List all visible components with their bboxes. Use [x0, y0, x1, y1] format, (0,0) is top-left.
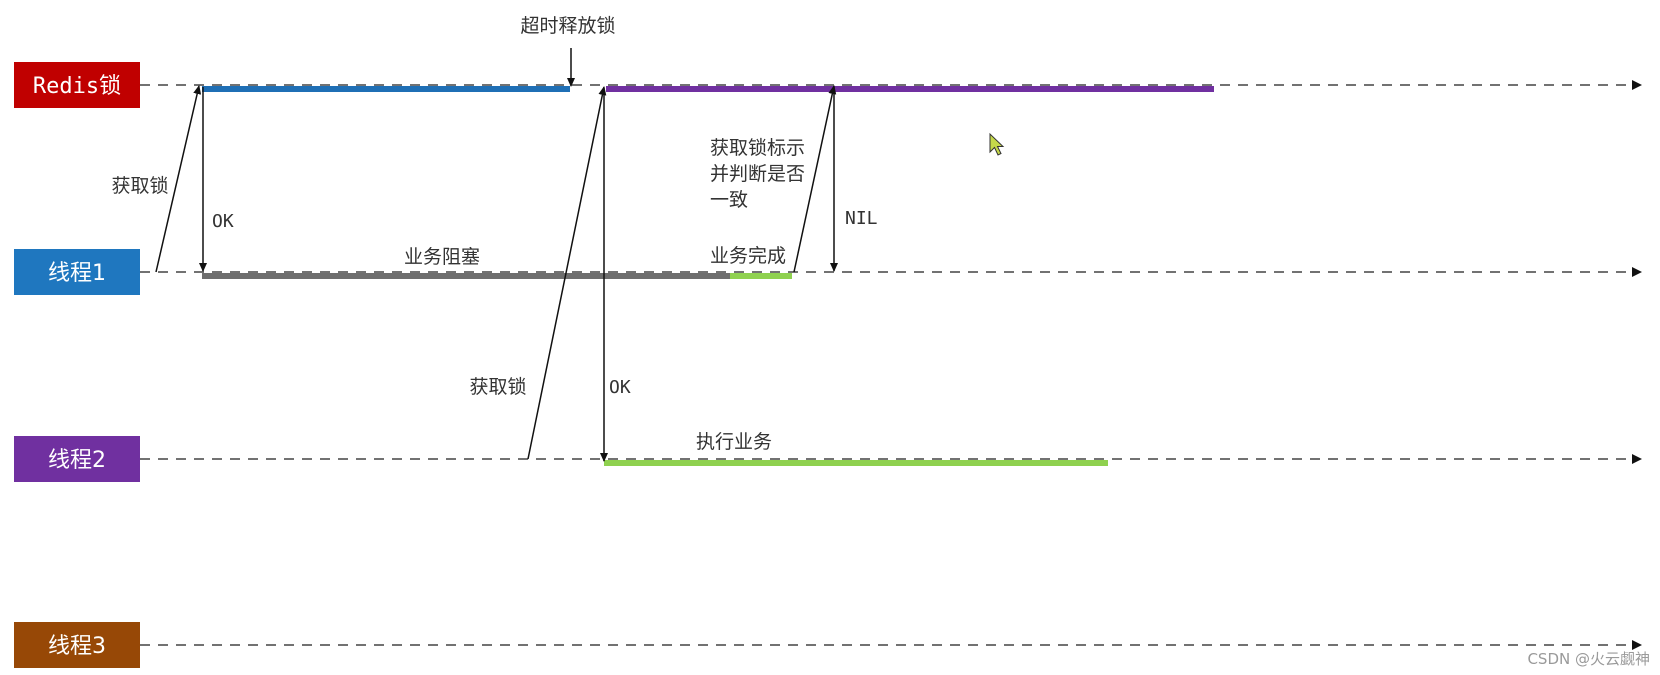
check-lock-label-line2: 并判断是否: [710, 163, 805, 185]
thread1-ok-label: OK: [212, 211, 234, 232]
thread1-lane-box: [14, 249, 140, 295]
redis-lane-box: [14, 62, 140, 108]
thread3-lane-label: 线程3: [48, 634, 106, 659]
cursor-icon: [989, 132, 1005, 156]
thread3-lane-box: [14, 622, 140, 668]
thread1-acquire-label: 获取锁: [111, 175, 168, 197]
nil-label: NIL: [845, 208, 878, 229]
business-blocked-label: 业务阻塞: [404, 246, 480, 268]
thread1-lane-label: 线程1: [48, 261, 106, 286]
thread2-ok-label: OK: [609, 377, 631, 398]
thread2-lane-label: 线程2: [48, 448, 106, 473]
timeout-release-label: 超时释放锁: [520, 15, 615, 37]
check-lock-label-line3: 一致: [710, 189, 748, 211]
thread2-lane-box: [14, 436, 140, 482]
redis-lane-label: Redis锁: [33, 74, 121, 99]
thread1-acquire-arrow: [155, 85, 202, 273]
thread2-acquire-arrow: [527, 86, 607, 460]
execute-business-label: 执行业务: [696, 431, 772, 453]
thread1-check-arrow: [793, 85, 837, 273]
watermark: CSDN @火云觑神: [1527, 650, 1650, 668]
check-lock-label-line1: 获取锁标示: [710, 137, 805, 159]
thread2-acquire-label: 获取锁: [469, 376, 526, 398]
business-done-label: 业务完成: [710, 245, 786, 267]
